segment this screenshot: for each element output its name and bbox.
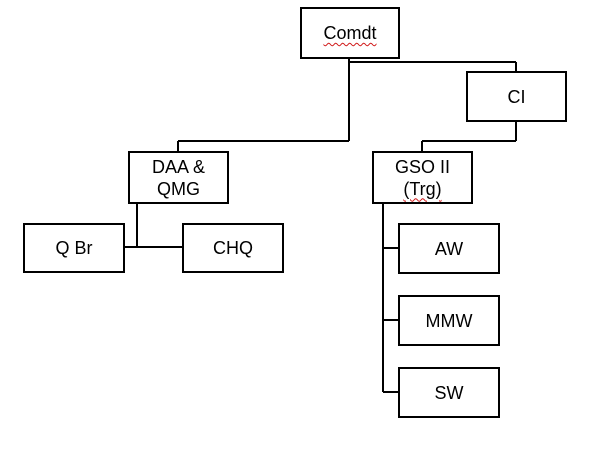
node-gso-ii-trg-line1: GSO II	[394, 156, 450, 177]
node-chq: CHQ	[182, 223, 284, 273]
node-ci: CI	[466, 71, 567, 122]
node-q-br: Q Br	[23, 223, 125, 273]
node-daa-qmg-line1: DAA &	[151, 156, 206, 177]
node-ci-label: CI	[507, 86, 526, 107]
node-comdt: Comdt	[300, 7, 400, 59]
node-q-br-label: Q Br	[55, 238, 93, 258]
node-sw: SW	[398, 367, 500, 418]
node-chq-label: CHQ	[213, 238, 253, 258]
node-mmw-label: MMW	[425, 310, 473, 331]
node-gso-ii-trg: GSO II (Trg)	[372, 151, 473, 204]
node-aw: AW	[398, 223, 500, 274]
node-aw-label: AW	[434, 238, 464, 259]
node-gso-ii-trg-line2: (Trg)	[403, 178, 442, 199]
node-gso-ii-trg-text: GSO II (Trg)	[395, 156, 450, 200]
node-mmw: MMW	[398, 295, 500, 346]
node-sw-label: SW	[434, 382, 464, 403]
node-daa-qmg-line2: QMG	[157, 178, 200, 199]
node-comdt-label: Comdt	[323, 23, 377, 43]
node-daa-qmg: DAA & QMG	[128, 151, 229, 204]
node-daa-qmg-text: DAA & QMG	[152, 156, 205, 200]
